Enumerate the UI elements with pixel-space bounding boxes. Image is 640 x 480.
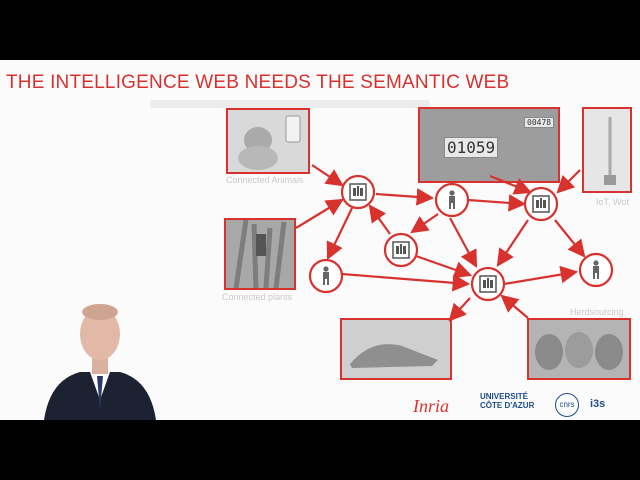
edge-iot-to-hub2 — [556, 169, 581, 194]
edge-person2-to-hub2 — [467, 194, 527, 212]
vehicle-icon — [350, 344, 438, 368]
universite-line2: CÔTE D'AZUR — [480, 401, 535, 410]
counter-display-small: 00478 — [524, 117, 555, 128]
herdsourcing-image — [527, 318, 631, 380]
network-graph — [295, 164, 614, 322]
person-icon — [593, 260, 599, 279]
edge-hub-to-person — [326, 207, 353, 260]
slide-title: THE INTELLIGENCE WEB NEEDS THE SEMANTIC … — [6, 72, 510, 93]
robot-icon — [349, 183, 367, 201]
cows-icon — [535, 332, 623, 370]
person-icon — [323, 266, 329, 285]
i3s-logo: i3s — [590, 398, 606, 410]
edge-animals-to-hub — [311, 164, 344, 187]
speaker-video-overlay — [44, 304, 156, 420]
edge-person-to-hub3 — [341, 272, 471, 292]
counter-device-image: 01059 00478 — [418, 107, 560, 183]
label-herdsourcing: Herdsourcing — [570, 307, 624, 317]
edge-person2-to-hub3 — [449, 217, 478, 268]
edge-plants-to-hub — [295, 198, 344, 229]
label-connected-animals: Connected Animals — [226, 175, 304, 185]
counter-display: 01059 — [444, 137, 499, 158]
edge-hub4-to-hub — [368, 204, 391, 235]
faded-subtitle — [150, 100, 430, 108]
robot-icon — [392, 241, 410, 259]
connected-plants-image — [224, 218, 296, 290]
edge-hub3-to-person3 — [503, 265, 579, 286]
label-iot-wot: IoT, Wot — [596, 197, 629, 207]
dog-icon — [238, 115, 301, 170]
person-icon — [449, 190, 455, 209]
edge-person2-to-hub4 — [410, 213, 439, 234]
edge-hub4-to-hub3 — [415, 254, 473, 279]
cnrs-logo: cnrs — [555, 393, 579, 417]
robot-icon — [532, 195, 550, 213]
edge-counter-to-hub2 — [489, 174, 533, 195]
slide: THE INTELLIGENCE WEB NEEDS THE SEMANTIC … — [0, 60, 640, 420]
connected-animals-image — [226, 108, 310, 174]
edge-hub3-to-machine — [448, 297, 471, 322]
label-connected-plants: Connected plants — [222, 292, 293, 302]
universite-line1: UNIVERSITÉ — [480, 392, 529, 401]
inria-logo: Inria — [413, 396, 449, 416]
universite-cote-azur-logo: UNIVERSITÉ CÔTE D'AZUR — [480, 392, 534, 410]
fork-device-icon — [604, 117, 616, 185]
iot-device-image — [582, 107, 632, 193]
plant-icon — [233, 220, 287, 288]
edge-hub-to-person2 — [375, 188, 435, 206]
edge-hub2-to-person3 — [554, 219, 586, 258]
edge-hub2-to-hub3 — [496, 219, 529, 267]
robot-icon — [479, 275, 497, 293]
edge-herd-to-hub3 — [500, 294, 529, 319]
machine-image — [340, 318, 452, 380]
